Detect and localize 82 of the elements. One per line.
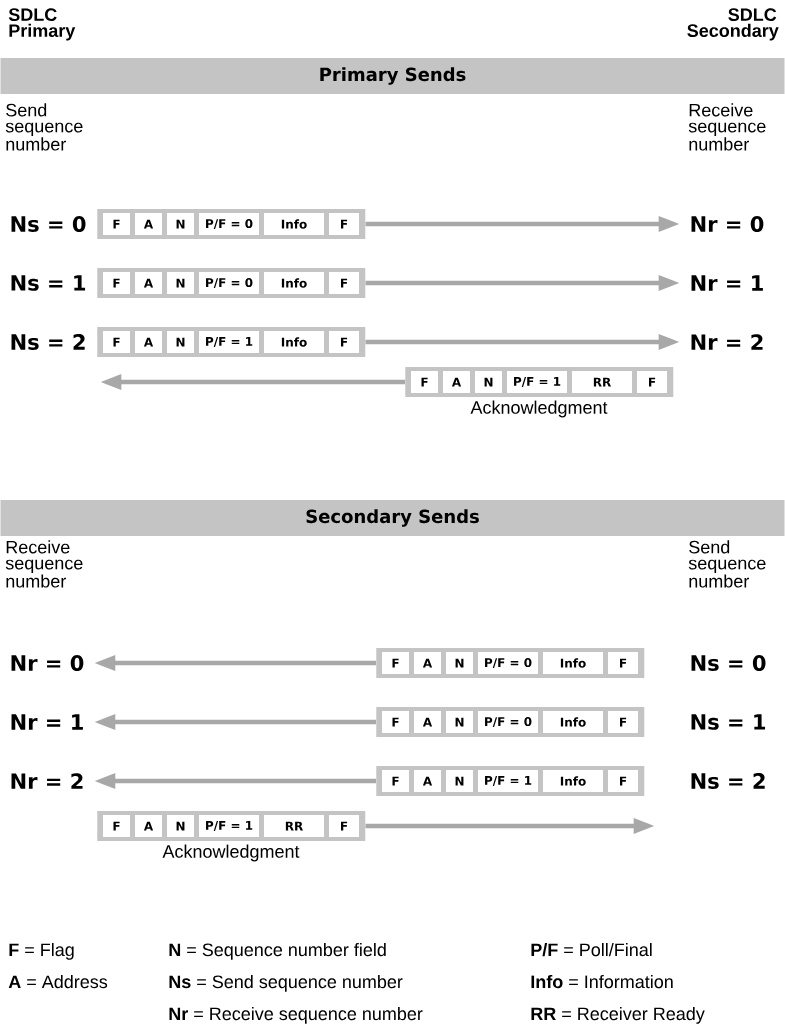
frame-field: Info — [264, 331, 324, 353]
frame-field: F — [382, 770, 409, 792]
frame-field: F — [382, 652, 409, 674]
frame-field: P/F = 1 — [478, 770, 538, 792]
legend-entry: RR = Receiver Ready — [531, 1006, 705, 1024]
sequence-label: Nr = 1 — [11, 714, 83, 730]
frame-field: N — [446, 770, 473, 792]
sequence-label: Ns = 1 — [11, 275, 86, 291]
frame-field: F — [637, 371, 667, 393]
frame-field: Info — [543, 711, 603, 733]
frame-strip — [97, 811, 366, 841]
frame-field: A — [414, 770, 441, 792]
frame-field: A — [414, 652, 441, 674]
legend-entry: Info = Information — [531, 974, 673, 989]
frame-field: P/F = 0 — [199, 213, 259, 235]
frame-field: F — [411, 371, 438, 393]
frame-field: F — [103, 815, 130, 837]
legend-entry: Nr = Receive sequence number — [169, 1006, 423, 1024]
column-heading: SDLC Secondary — [687, 8, 779, 41]
frame-field: N — [167, 272, 194, 294]
sequence-label: Ns = 0 — [11, 216, 86, 232]
frame-field: Info — [543, 770, 603, 792]
legend-entry: F = Flag — [9, 942, 74, 960]
frame-field: RR — [264, 815, 324, 837]
frame-field: F — [608, 711, 638, 733]
sequence-label: Nr = 0 — [691, 216, 764, 232]
frame-strip — [376, 707, 645, 737]
frame-field: A — [135, 213, 162, 235]
sequence-label: Nr = 2 — [11, 773, 83, 789]
frame-field: A — [443, 371, 470, 393]
node-label: Acknowledgment — [162, 844, 300, 862]
frame-field: N — [167, 213, 194, 235]
legend-entry: N = Sequence number field — [169, 942, 386, 960]
frame-strip — [97, 268, 366, 298]
frame-field: F — [329, 213, 359, 235]
legend-entry: Ns = Send sequence number — [169, 974, 403, 992]
frame-field: Info — [543, 652, 603, 674]
frame-field: P/F = 0 — [199, 272, 259, 294]
sequence-label: Ns = 2 — [11, 334, 85, 350]
frame-strip — [376, 766, 645, 796]
frame-field: F — [382, 711, 409, 733]
frame-field: RR — [572, 371, 632, 393]
frame-field: Info — [264, 272, 324, 294]
frame-field: Info — [264, 213, 324, 235]
sequence-label: Ns = 1 — [691, 714, 766, 730]
frame-field: P/F = 1 — [507, 371, 567, 393]
frame-field: F — [608, 652, 638, 674]
frame-field: F — [103, 213, 130, 235]
sequence-label: Nr = 1 — [691, 275, 763, 291]
section-band: Secondary Sends — [0, 500, 785, 536]
sequence-label: Nr = 2 — [691, 334, 763, 350]
node-label: Acknowledgment — [470, 400, 608, 418]
frame-field: A — [414, 711, 441, 733]
column-heading: SDLC Primary — [8, 8, 76, 41]
frame-field: P/F = 1 — [199, 815, 259, 837]
frame-field: A — [135, 272, 162, 294]
frame-field: F — [608, 770, 638, 792]
legend-entry: A = Address — [8, 974, 108, 989]
frame-field: F — [329, 815, 359, 837]
sequence-label: Ns = 2 — [691, 773, 765, 789]
frame-strip — [405, 367, 674, 397]
frame-field: N — [446, 652, 473, 674]
frame-field: P/F = 0 — [478, 711, 538, 733]
sequence-label: Nr = 0 — [11, 655, 84, 671]
frame-field: F — [329, 272, 359, 294]
section-band: Primary Sends — [0, 58, 785, 94]
frame-field: P/F = 0 — [478, 652, 538, 674]
frame-strip — [97, 209, 366, 239]
frame-field: N — [167, 815, 194, 837]
frame-field: F — [103, 272, 130, 294]
frame-field: F — [103, 331, 130, 353]
frame-strip — [376, 648, 645, 678]
frame-field: N — [475, 371, 502, 393]
legend-entry: P/F = Poll/Final — [531, 942, 652, 957]
frame-field: A — [135, 331, 162, 353]
frame-field: A — [135, 815, 162, 837]
frame-field: N — [167, 331, 194, 353]
sequence-label: Ns = 0 — [691, 655, 766, 671]
frame-field: N — [446, 711, 473, 733]
frame-field: P/F = 1 — [199, 331, 259, 353]
frame-field: F — [329, 331, 359, 353]
frame-strip — [97, 327, 366, 357]
